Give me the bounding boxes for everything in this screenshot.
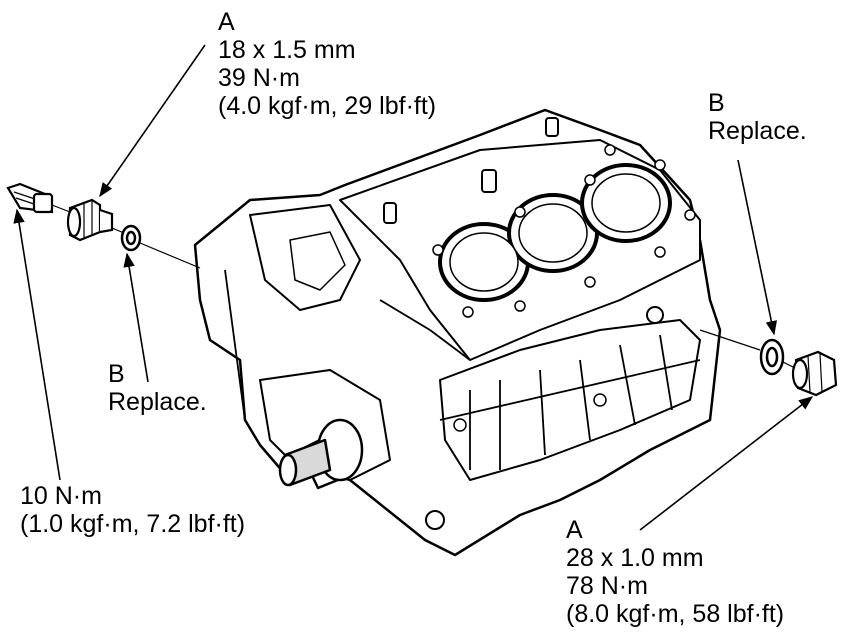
callout-torque-left: 10 N·m (1.0 kgf·m, 7.2 lbf·ft) bbox=[20, 482, 245, 538]
leader-torque-left bbox=[13, 208, 61, 481]
callout-letter: A bbox=[566, 516, 583, 544]
leader-a-top bbox=[99, 44, 206, 198]
callout-a-bottom: A 28 x 1.0 mm 78 N·m (8.0 kgf·m, 58 lbf·… bbox=[566, 516, 784, 628]
replace-note: Replace. bbox=[708, 117, 807, 145]
callout-letter: A bbox=[218, 8, 235, 36]
washer-b-left bbox=[120, 224, 142, 252]
sealing-bolt-a-right bbox=[791, 350, 838, 397]
leader-b-left bbox=[123, 252, 149, 383]
torque-alt-units: (8.0 kgf·m, 58 lbf·ft) bbox=[566, 600, 785, 628]
bolt-size: 18 x 1.5 mm bbox=[218, 36, 356, 64]
leader-a-bottom bbox=[639, 396, 814, 531]
torque-value: 78 N·m bbox=[566, 572, 648, 600]
torque-value: 10 N·m bbox=[20, 482, 102, 510]
callout-letter: B bbox=[108, 360, 125, 388]
callout-b-right: B Replace. bbox=[708, 89, 807, 145]
oil-pressure-sensor bbox=[6, 182, 54, 214]
callout-b-left: B Replace. bbox=[108, 360, 207, 416]
replace-note: Replace. bbox=[108, 388, 207, 416]
sealing-bolt-a-left bbox=[66, 198, 114, 242]
crankshaft-nose bbox=[278, 418, 364, 490]
alignment-line-left bbox=[51, 204, 201, 269]
leader-b-right bbox=[737, 159, 778, 336]
torque-alt-units: (4.0 kgf·m, 29 lbf·ft) bbox=[218, 92, 437, 120]
torque-alt-units: (1.0 kgf·m, 7.2 lbf·ft) bbox=[20, 510, 246, 538]
washer-b-right bbox=[759, 338, 785, 376]
engine-block bbox=[193, 108, 722, 557]
bolt-size: 28 x 1.0 mm bbox=[566, 544, 704, 572]
torque-value: 39 N·m bbox=[218, 64, 300, 92]
alignment-line-right bbox=[699, 329, 796, 369]
callout-a-top: A 18 x 1.5 mm 39 N·m (4.0 kgf·m, 29 lbf·… bbox=[218, 8, 436, 120]
callout-letter: B bbox=[708, 89, 725, 117]
